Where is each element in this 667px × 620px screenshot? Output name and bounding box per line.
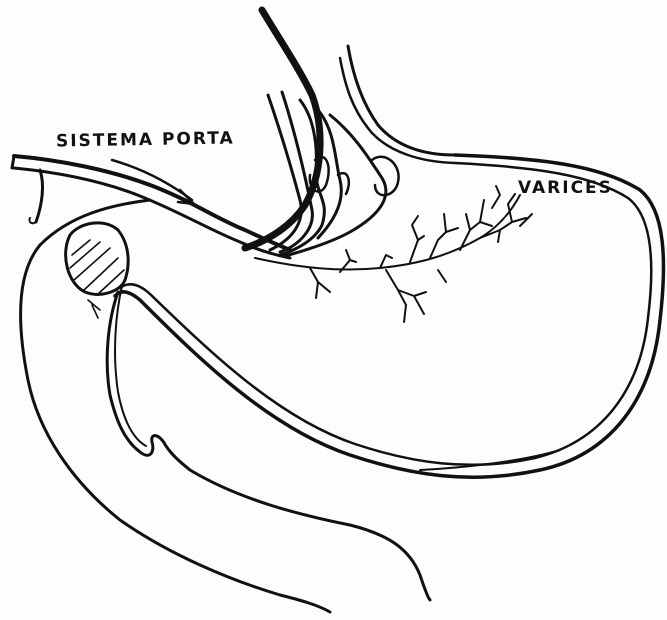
label-sistema-porta: SISTEMA PORTA: [56, 128, 235, 151]
stomach-wall: [115, 155, 663, 477]
label-varices: VARICES: [518, 178, 613, 198]
portal-vein: [12, 156, 290, 258]
esophageal-varices: [268, 92, 399, 256]
esophagus: [245, 10, 455, 248]
